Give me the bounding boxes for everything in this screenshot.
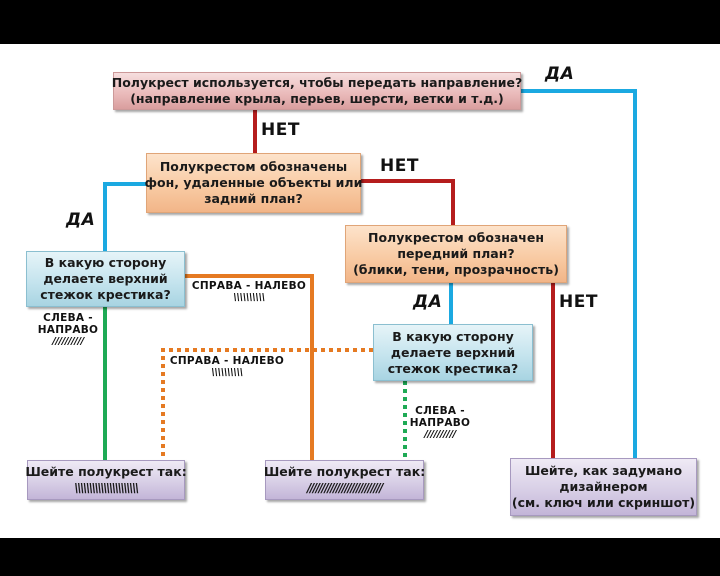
connector-q2-yes [103, 182, 146, 251]
node-q-side-right: В какую сторону делаете верхний стежок к… [373, 324, 533, 381]
hatch-pattern: ////////// [52, 336, 84, 347]
label-text: СПРАВА - НАЛЕВО [169, 355, 285, 367]
label-yes-q2: ДА [66, 210, 96, 230]
node-text: дизайнером [559, 479, 648, 494]
connector-q2-no [361, 179, 455, 225]
node-text: стежок крестика? [40, 287, 171, 302]
node-result-designer: Шейте, как задумано дизайнером (см. ключ… [510, 458, 697, 516]
node-text: задний план? [204, 191, 303, 206]
node-text: Полукрест используется, чтобы передать н… [111, 75, 523, 90]
node-text: Шейте, как задумано [524, 463, 683, 478]
label-text: СЛЕВА - [43, 312, 93, 324]
label-left-to-right-b: СЛЕВА - НАПРАВО ////////// [408, 405, 472, 441]
label-right-to-left-b: СПРАВА - НАЛЕВО \\\\\\\\\\ [168, 355, 286, 379]
node-text: (см. ключ или скриншот) [511, 495, 696, 510]
label-right-to-left-a: СПРАВА - НАЛЕВО \\\\\\\\\\ [190, 280, 308, 304]
label-text: СЛЕВА - [415, 405, 465, 417]
hatch-pattern: ////////// [424, 429, 456, 440]
label-no-q3: НЕТ [559, 292, 598, 312]
node-q-direction: Полукрест используется, чтобы передать н… [111, 72, 523, 110]
label-no-q2: НЕТ [380, 156, 419, 176]
hatch-pattern: \\\\\\\\\\ [211, 367, 243, 378]
label-text: НАПРАВО [409, 417, 471, 429]
node-text: Полукрестом обозначены [159, 159, 348, 174]
node-text: делаете верхний [43, 271, 168, 286]
node-result-backslash: Шейте полукрест так: \\\\\\\\\\\\\\\\\\\… [25, 460, 187, 500]
hatch-pattern: \\\\\\\\\\ [233, 292, 265, 303]
node-text: (блики, тени, прозрачность) [353, 262, 559, 277]
label-yes-q1: ДА [545, 64, 575, 84]
label-no-q1: НЕТ [261, 120, 300, 140]
node-text: В какую сторону [392, 328, 514, 344]
node-q-background: Полукрестом обозначены фон, удаленные об… [144, 153, 363, 213]
stitch-pattern: \\\\\\\\\\\\\\\\\\\\\\ [74, 481, 139, 495]
stitch-pattern: ////////////////////////// [307, 481, 383, 495]
node-result-slash: Шейте полукрест так: ///////////////////… [263, 460, 426, 500]
bottom-letterbox-bar [0, 538, 720, 576]
node-text: В какую сторону [44, 255, 167, 270]
label-left-to-right-a: СЛЕВА - НАПРАВО ////////// [36, 312, 100, 348]
node-q-foreground: Полукрестом обозначен передний план? (бл… [345, 225, 567, 283]
node-text: Шейте полукрест так: [25, 464, 187, 479]
node-text: передний план? [397, 246, 515, 261]
node-text: фон, удаленные объекты или [144, 175, 363, 190]
connector-side-left-rtl [185, 274, 314, 460]
connector-q1-yes [521, 89, 637, 458]
label-text: НАПРАВО [37, 324, 99, 336]
node-text: Полукрестом обозначен [367, 230, 544, 245]
node-q-side-left: В какую сторону делаете верхний стежок к… [26, 251, 185, 307]
connector-side-right-rtl [161, 348, 373, 460]
node-text: (направление крыла, перьев, шерсти, ветк… [130, 91, 504, 106]
node-text: Шейте полукрест так: [263, 464, 426, 479]
top-letterbox-bar [0, 0, 720, 44]
node-text: делаете верхний [390, 344, 516, 360]
node-text: стежок крестика? [387, 360, 519, 376]
label-yes-q3: ДА [413, 292, 443, 312]
label-text: СПРАВА - НАЛЕВО [191, 280, 307, 292]
